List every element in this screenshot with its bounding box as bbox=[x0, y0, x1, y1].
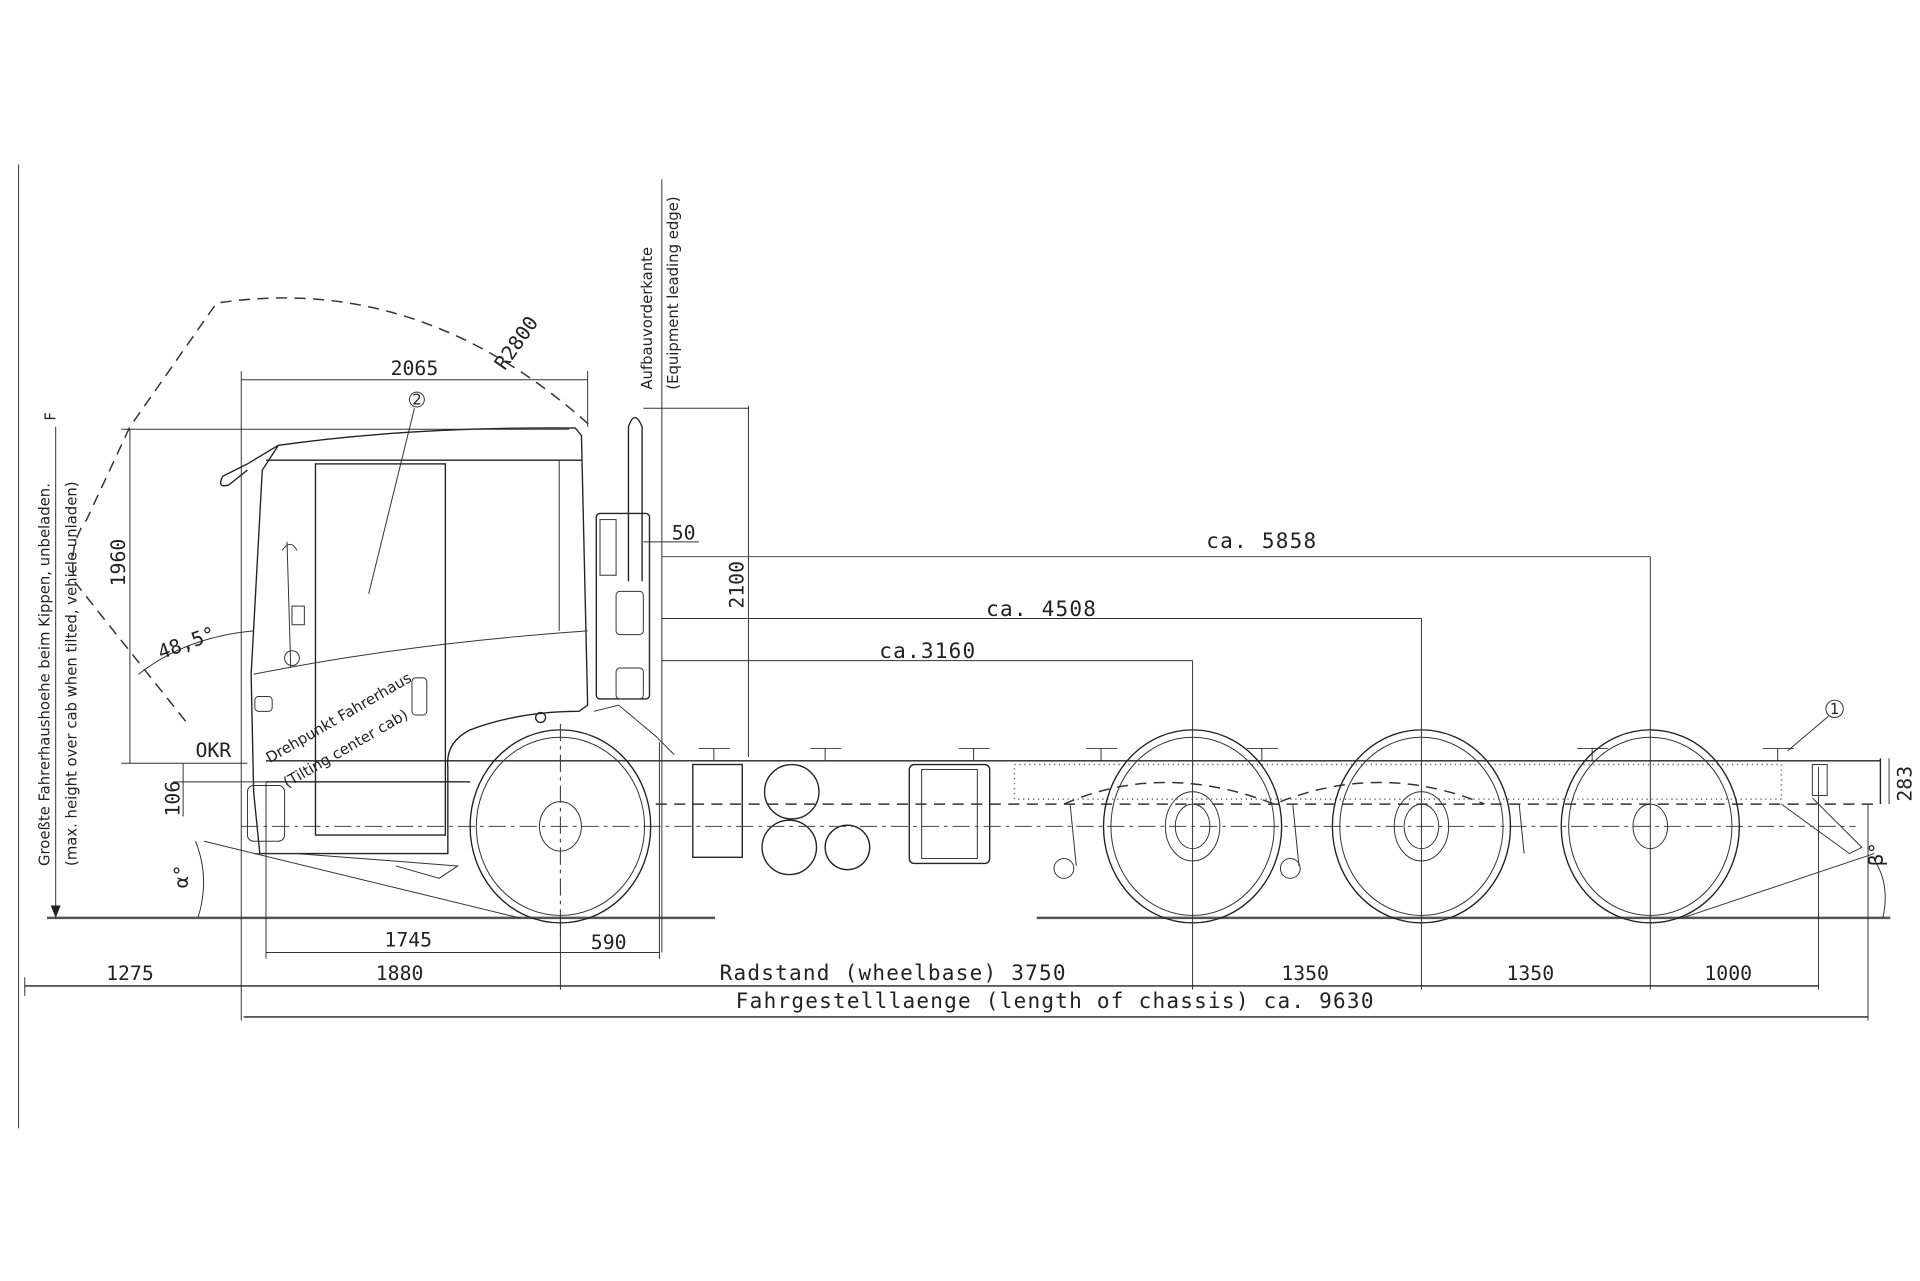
dim-cab-to-axle: 1880 bbox=[376, 962, 424, 985]
dim-cab-length: 2065 bbox=[391, 357, 439, 380]
dim-axle4: ca. 5858 bbox=[1206, 528, 1317, 553]
exhaust-stack bbox=[593, 416, 675, 755]
side-label-f: F bbox=[43, 412, 60, 421]
approach-angle-lines bbox=[195, 840, 520, 919]
dim-front-to-axle: 1745 bbox=[384, 928, 432, 951]
tilt-radius-label: R2800 bbox=[490, 312, 543, 374]
tilt-envelope bbox=[71, 297, 592, 722]
equipment-edge-label-de: Aufbauvorderkante bbox=[639, 247, 656, 390]
dim-axle-spacing-2: 1350 bbox=[1506, 962, 1554, 985]
dim-frame-height: 283 bbox=[1893, 766, 1916, 802]
tilt-angle-label: 48,5° bbox=[155, 622, 219, 664]
callout-1-circle bbox=[1825, 699, 1844, 719]
approach-angle-label: α° bbox=[170, 864, 193, 888]
dimension-lines bbox=[24, 179, 1890, 1021]
chassis-frame bbox=[265, 747, 1882, 879]
callout-2-leader bbox=[368, 408, 415, 594]
dim-rear-overhang: 1000 bbox=[1704, 962, 1752, 985]
dim-axle-to-edge: 590 bbox=[591, 931, 627, 954]
okr-label: OKR bbox=[195, 739, 231, 762]
equipment-edge-label-en: (Equipment leading edge) bbox=[665, 196, 682, 389]
dim-front-overhang: 1275 bbox=[106, 962, 154, 985]
max-height-label-de: Groeßte Fahrerhaushoehe beim Kippen, unb… bbox=[37, 483, 54, 866]
tilt-angle-arc bbox=[138, 630, 254, 675]
dim-chassis-length: Fahrgestelllaenge (length of chassis) ca… bbox=[736, 988, 1375, 1013]
callout-1-leader bbox=[1787, 715, 1829, 752]
dim-axle2: ca.3160 bbox=[879, 638, 976, 663]
dim-cab-height: 1960 bbox=[107, 539, 130, 587]
front-wheel bbox=[469, 723, 652, 941]
dim-frame-offset: 106 bbox=[161, 781, 184, 817]
departure-angle-lines bbox=[1682, 853, 1886, 919]
dim-equipment-gap: 50 bbox=[672, 521, 696, 544]
dim-exhaust-height: 2100 bbox=[726, 561, 749, 609]
max-height-label-en: (max. height over cab when tilted, vehic… bbox=[64, 481, 81, 865]
callout-2: 2 bbox=[412, 392, 421, 409]
dim-axle-spacing-1: 1350 bbox=[1281, 962, 1329, 985]
callout-2-circle bbox=[409, 391, 425, 408]
dim-wheelbase: Radstand (wheelbase) 3750 bbox=[720, 960, 1067, 985]
departure-angle-label: β° bbox=[1865, 842, 1888, 866]
callout-1: 1 bbox=[1830, 701, 1839, 718]
dim-axle3: ca. 4508 bbox=[986, 596, 1097, 621]
cab bbox=[219, 427, 589, 879]
